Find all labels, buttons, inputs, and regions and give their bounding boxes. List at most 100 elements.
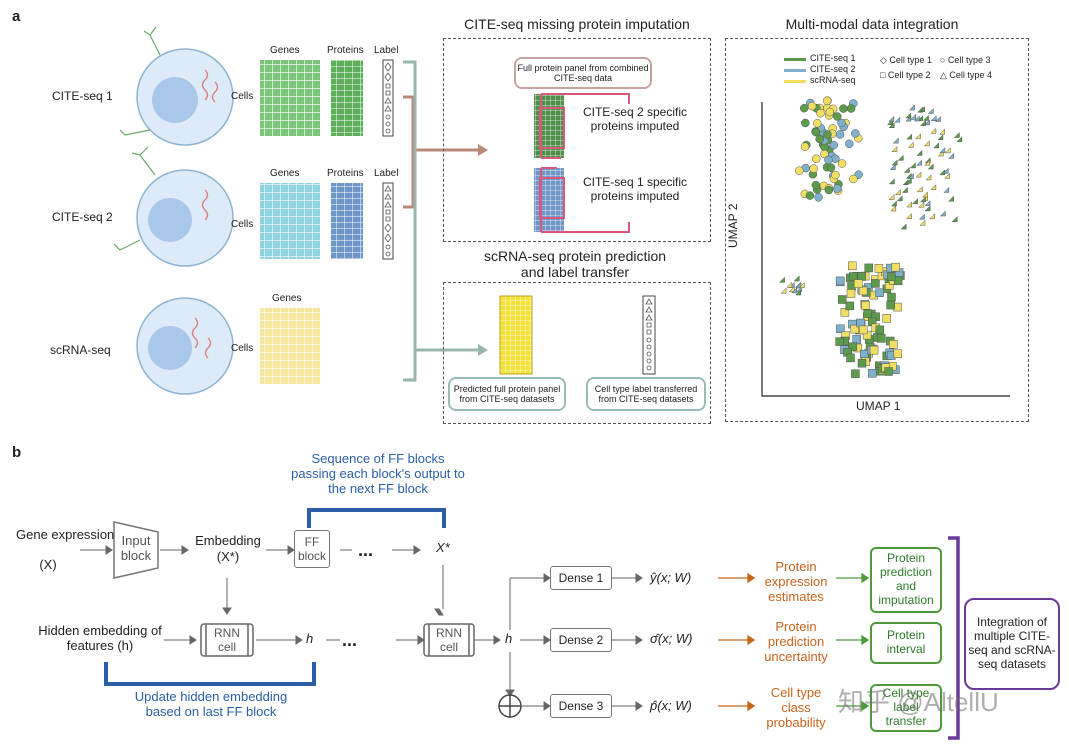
hidden-embedding-label: Hidden embedding of features (h) xyxy=(38,623,162,653)
circle-point xyxy=(824,185,834,195)
rnn-cell-2-label: RNN cell xyxy=(436,626,462,654)
legend-dataset-2: CITE-seq 2 xyxy=(810,64,856,74)
triangle-point xyxy=(905,177,912,184)
cell-illustration-2 xyxy=(113,146,234,267)
h-label-2: h xyxy=(505,631,513,646)
triangle-point xyxy=(913,115,920,122)
diamond-point xyxy=(798,282,805,288)
diamond-point xyxy=(780,287,787,294)
triangle-point xyxy=(948,152,955,159)
ff-ellipsis: ... xyxy=(358,540,374,560)
cell-illustration-1 xyxy=(119,26,234,146)
proteins-header-1: Proteins xyxy=(327,45,364,56)
triangle-point xyxy=(953,131,960,138)
cells-label-3: Cells xyxy=(231,343,254,354)
triangle-point xyxy=(890,200,897,207)
estimate-class-probability: Cell type class probability xyxy=(766,685,826,730)
circle-point xyxy=(849,174,858,184)
circle-point xyxy=(811,127,821,137)
sequence-note: Sequence of FF blocks passing each block… xyxy=(291,451,465,496)
square-point xyxy=(889,340,898,349)
square-point xyxy=(840,308,850,317)
circle-point xyxy=(814,193,823,202)
square-point xyxy=(858,286,868,296)
legend-celltype-3: □ Cell type 2 xyxy=(880,70,931,80)
watermark: 知乎 @AltellU xyxy=(838,687,999,717)
circle-point xyxy=(799,103,809,113)
triangle-point xyxy=(934,115,941,122)
circle-point xyxy=(800,142,810,151)
umap-x-label: UMAP 1 xyxy=(856,399,901,413)
triangle-point xyxy=(930,127,937,134)
circle-point xyxy=(811,180,821,190)
square-point xyxy=(869,345,879,355)
result-label-transfer: Cell type label transfer xyxy=(870,684,942,732)
circle-point xyxy=(822,96,832,106)
genes-header-1: Genes xyxy=(270,45,300,56)
square-point xyxy=(848,261,857,271)
triangle-point xyxy=(918,213,925,220)
circle-point xyxy=(833,184,842,193)
circle-point xyxy=(837,118,846,128)
circle-point xyxy=(823,130,832,139)
triangle-point xyxy=(939,210,946,217)
proteins-matrix-2 xyxy=(331,183,363,259)
square-point xyxy=(835,276,845,286)
triangle-point xyxy=(908,104,915,111)
triangle-point xyxy=(889,163,896,170)
triangle-point xyxy=(910,113,917,120)
x-star-label: X* xyxy=(436,540,450,555)
circle-point xyxy=(831,170,840,180)
circle-point xyxy=(826,163,836,172)
output-sigma-hat: σ̂(x; W) xyxy=(650,631,693,646)
transferred-label-column xyxy=(642,295,656,375)
dense-3: Dense 3 xyxy=(550,694,612,718)
rnn-cell-1-shape xyxy=(200,623,254,657)
square-point xyxy=(850,324,860,334)
circle-point xyxy=(815,134,824,144)
triangle-point xyxy=(924,205,931,212)
cells-label-2: Cells xyxy=(231,219,254,230)
square-point xyxy=(853,279,863,288)
legend-swatch-1 xyxy=(784,58,806,61)
square-point xyxy=(848,272,858,281)
ff-block: FF block xyxy=(294,530,330,568)
integration-panel xyxy=(725,38,1029,422)
integration-title: Multi-modal data integration xyxy=(785,16,959,32)
triangle-point xyxy=(923,140,930,147)
genes-matrix-3 xyxy=(260,308,320,384)
circle-point xyxy=(824,155,833,165)
result-protein-interval: Protein interval xyxy=(870,622,942,664)
triangle-point xyxy=(918,201,925,208)
umap-axes xyxy=(761,102,1010,397)
triangle-point xyxy=(903,166,910,173)
triangle-point xyxy=(888,122,895,128)
circle-point xyxy=(833,112,842,121)
triangle-point xyxy=(919,219,926,226)
genes-header-3: Genes xyxy=(272,293,302,304)
update-note: Update hidden embedding based on last FF… xyxy=(134,689,288,719)
legend-dataset-3: scRNA-seq xyxy=(810,75,856,85)
triangle-point xyxy=(890,205,897,212)
estimate-uncertainty: Protein prediction uncertainty xyxy=(764,619,828,664)
genes-matrix-2 xyxy=(260,183,320,259)
triangle-point xyxy=(939,128,946,135)
triangle-point xyxy=(915,171,922,178)
square-point xyxy=(846,289,856,298)
estimate-protein-expression: Protein expression estimates xyxy=(764,559,828,604)
diamond-point xyxy=(793,275,800,282)
triangle-point xyxy=(921,191,928,198)
square-point xyxy=(875,325,885,335)
legend-celltype-4: △ Cell type 4 xyxy=(940,70,992,80)
triangle-point xyxy=(937,134,944,141)
panel-a-letter: a xyxy=(12,8,21,25)
triangle-point xyxy=(944,147,951,154)
square-point xyxy=(851,369,860,378)
circle-point xyxy=(807,101,817,111)
circle-point xyxy=(837,159,847,168)
square-point xyxy=(837,295,847,304)
integration-bracket xyxy=(948,536,960,740)
cells-label-1: Cells xyxy=(231,91,254,102)
triangle-point xyxy=(927,107,934,114)
